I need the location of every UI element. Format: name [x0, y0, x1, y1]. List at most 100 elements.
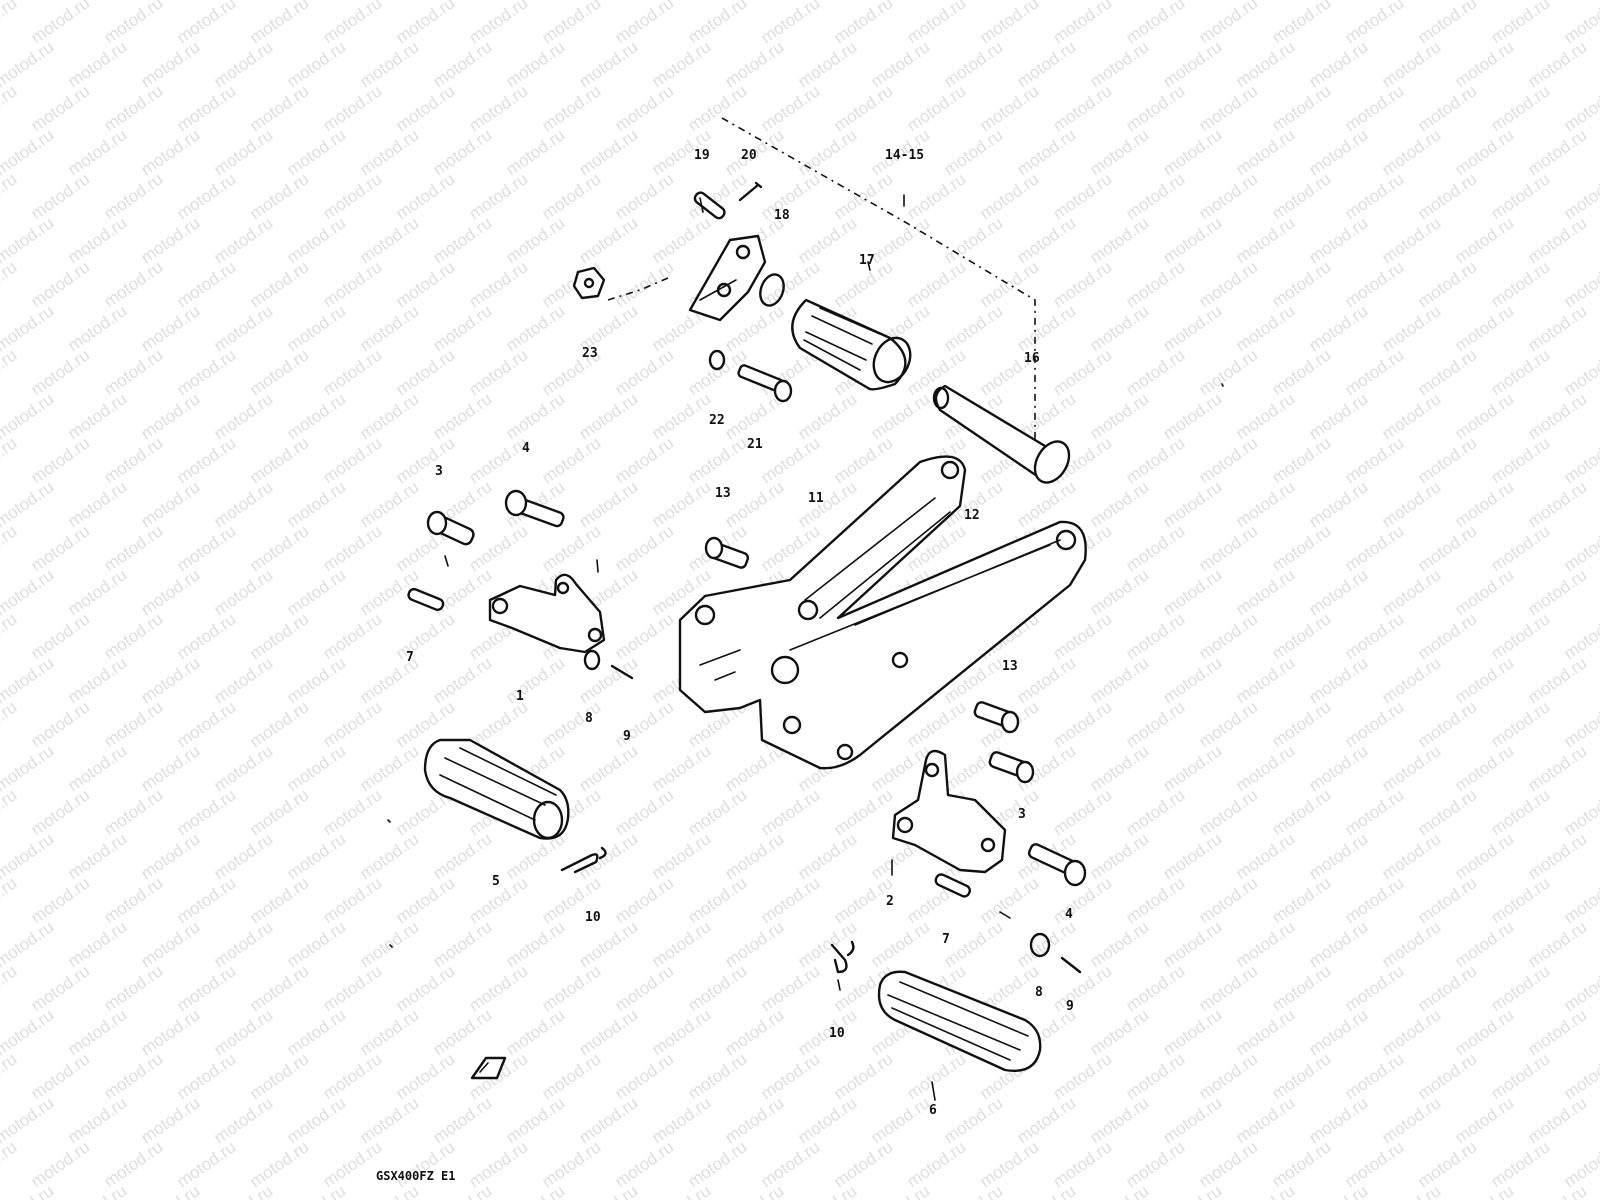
watermark-text: motod.ru	[1378, 1093, 1444, 1147]
watermark-text: motod.ru	[1487, 697, 1553, 751]
watermark-text: motod.ru	[1122, 785, 1188, 839]
watermark-text: motod.ru	[173, 697, 239, 751]
footrest-bracket-11-12	[678, 455, 1087, 770]
watermark-text: motod.ru	[173, 521, 239, 575]
watermark-text: motod.ru	[830, 0, 896, 47]
watermark-text: motod.ru	[465, 961, 531, 1015]
watermark-text: motod.ru	[246, 81, 312, 135]
watermark-text: motod.ru	[1013, 1181, 1079, 1200]
watermark-text: motod.ru	[1378, 1005, 1444, 1059]
watermark-text: motod.ru	[1049, 1049, 1115, 1103]
watermark-text: motod.ru	[648, 829, 714, 883]
watermark-text: motod.ru	[64, 565, 130, 619]
watermark-text: motod.ru	[1013, 301, 1079, 355]
watermark-text: motod.ru	[1414, 521, 1480, 575]
watermark-text: motod.ru	[648, 1181, 714, 1200]
watermark-text: motod.ru	[1524, 1093, 1590, 1147]
bolt-4-left	[504, 489, 565, 528]
watermark-text: motod.ru	[1305, 301, 1371, 355]
footrest-rubber-6	[877, 970, 1042, 1072]
watermark-text: motod.ru	[392, 1049, 458, 1103]
watermark-text: motod.ru	[210, 1181, 276, 1200]
watermark-text: motod.ru	[64, 829, 130, 883]
watermark-text: motod.ru	[721, 1181, 787, 1200]
watermark-text: motod.ru	[611, 81, 677, 135]
watermark-text: motod.ru	[757, 961, 823, 1015]
watermark-text: motod.ru	[976, 81, 1042, 135]
watermark-text: motod.ru	[0, 0, 20, 47]
callout-5: 5	[492, 874, 500, 889]
watermark-text: motod.ru	[1159, 213, 1225, 267]
watermark-text: motod.ru	[100, 873, 166, 927]
watermark-text: motod.ru	[867, 213, 933, 267]
callout-20: 20	[741, 148, 757, 163]
watermark-text: motod.ru	[465, 81, 531, 135]
watermark-text: motod.ru	[64, 477, 130, 531]
watermark-text: motod.ru	[611, 0, 677, 47]
watermark-text: motod.ru	[1487, 1049, 1553, 1103]
watermark-text: motod.ru	[1232, 653, 1298, 707]
callout-11: 11	[808, 491, 824, 506]
watermark-text: motod.ru	[246, 0, 312, 47]
watermark-text: motod.ru	[392, 1137, 458, 1191]
model-code-label: GSX400FZ E1	[376, 1169, 455, 1183]
watermark-text: motod.ru	[1305, 829, 1371, 883]
watermark-text: motod.ru	[1086, 301, 1152, 355]
watermark-text: motod.ru	[1524, 653, 1590, 707]
watermark-text: motod.ru	[1086, 741, 1152, 795]
watermark-text: motod.ru	[575, 1093, 641, 1147]
watermark-text: motod.ru	[940, 213, 1006, 267]
watermark-text: motod.ru	[356, 477, 422, 531]
watermark-text: motod.ru	[611, 169, 677, 223]
watermark-text: motod.ru	[575, 1005, 641, 1059]
watermark-text: motod.ru	[1451, 741, 1517, 795]
watermark-text: motod.ru	[319, 785, 385, 839]
watermark-text: motod.ru	[1086, 1181, 1152, 1200]
watermark-text: motod.ru	[465, 0, 531, 47]
watermark-text: motod.ru	[173, 169, 239, 223]
watermark-text: motod.ru	[1086, 829, 1152, 883]
screw-9-left	[610, 664, 634, 680]
watermark-text: motod.ru	[356, 37, 422, 91]
watermark-text: motod.ru	[429, 829, 495, 883]
watermark-text: motod.ru	[64, 1093, 130, 1147]
watermark-text: motod.ru	[1378, 1181, 1444, 1200]
watermark-text: motod.ru	[538, 961, 604, 1015]
watermark-text: motod.ru	[319, 169, 385, 223]
watermark-text: motod.ru	[1086, 653, 1152, 707]
watermark-text: motod.ru	[27, 169, 93, 223]
watermark-text: motod.ru	[0, 609, 20, 663]
watermark-text: motod.ru	[1268, 81, 1334, 135]
watermark-text: motod.ru	[283, 917, 349, 971]
pin-7-right	[934, 873, 971, 898]
watermark-text: motod.ru	[173, 257, 239, 311]
watermark-text: motod.ru	[27, 961, 93, 1015]
watermark-text: motod.ru	[1086, 1005, 1152, 1059]
watermark-text: motod.ru	[429, 301, 495, 355]
watermark-text: motod.ru	[575, 917, 641, 971]
watermark-text: motod.ru	[794, 1093, 860, 1147]
watermark-text: motod.ru	[1013, 125, 1079, 179]
callout-22: 22	[709, 413, 725, 428]
watermark-text: motod.ru	[502, 37, 568, 91]
watermark-text: motod.ru	[0, 81, 20, 135]
watermark-text: motod.ru	[1159, 301, 1225, 355]
watermark-text: motod.ru	[137, 213, 203, 267]
watermark-text: motod.ru	[1159, 125, 1225, 179]
footrest-bracket-2	[891, 749, 1007, 874]
watermark-text: motod.ru	[356, 1005, 422, 1059]
watermark-text: motod.ru	[1414, 1049, 1480, 1103]
watermark-text: motod.ru	[1341, 873, 1407, 927]
watermark-text: motod.ru	[502, 1181, 568, 1200]
callout-13-upper: 13	[715, 486, 731, 501]
watermark-text: motod.ru	[1122, 1137, 1188, 1191]
watermark-text: motod.ru	[1414, 873, 1480, 927]
washer-8-right	[1029, 932, 1051, 958]
callout-10-left: 10	[585, 910, 601, 925]
watermark-text: motod.ru	[1451, 1093, 1517, 1147]
watermark-text: motod.ru	[830, 169, 896, 223]
watermark-text: motod.ru	[1305, 1005, 1371, 1059]
watermark-text: motod.ru	[1268, 785, 1334, 839]
watermark-text: motod.ru	[356, 1181, 422, 1200]
watermark-text: motod.ru	[1451, 37, 1517, 91]
